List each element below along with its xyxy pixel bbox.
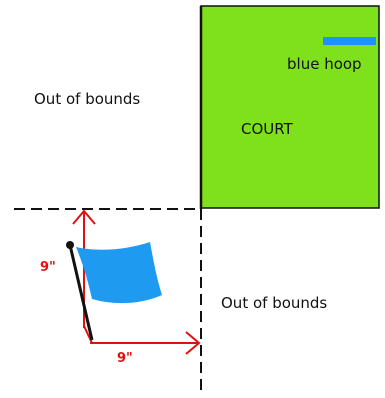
label-distance-horizontal: 9" (117, 351, 133, 366)
blue-hoop (323, 37, 376, 45)
flag-pole (68, 244, 94, 341)
flag-icon (66, 241, 162, 341)
flag-pole-tip (66, 241, 74, 249)
measure-corner (83, 325, 104, 344)
label-court: COURT (241, 120, 293, 138)
label-out-of-bounds-top: Out of bounds (34, 90, 141, 108)
measure-horizontal (90, 331, 201, 355)
label-blue-hoop: blue hoop (287, 55, 362, 73)
label-distance-vertical: 9" (40, 260, 56, 275)
label-out-of-bounds-bottom: Out of bounds (221, 294, 328, 312)
court-area (200, 5, 380, 209)
flag-cloth (76, 242, 162, 304)
